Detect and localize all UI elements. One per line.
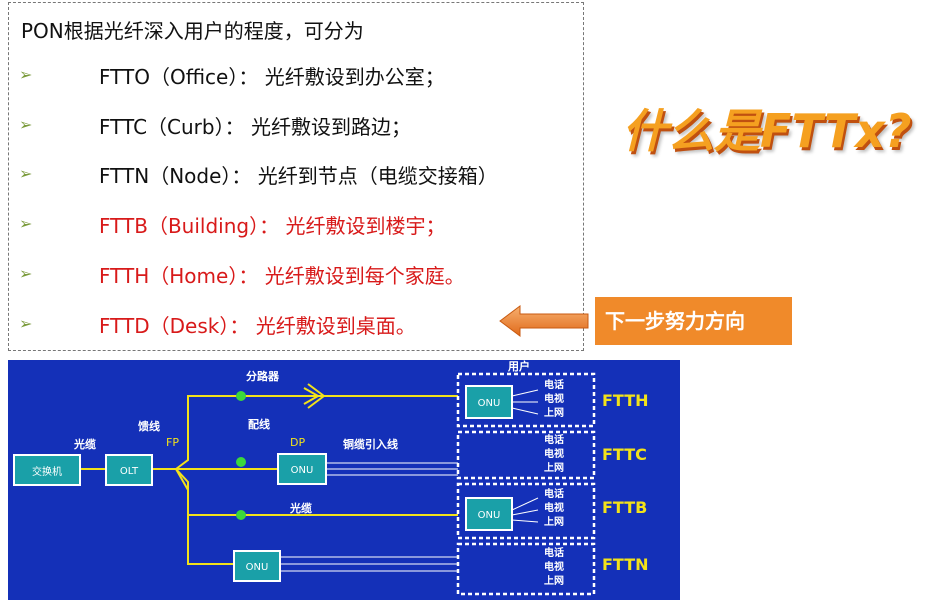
dp-label: DP xyxy=(290,436,305,449)
type-fttc: FTTC xyxy=(602,445,647,464)
service-tv: 电视 xyxy=(544,447,564,460)
fttx-network-diagram: 交换机 OLT ONU ONU ONU ONU 用户 分路器 馈线 配线 光缆 … xyxy=(8,360,680,600)
splitter-label: 分路器 xyxy=(246,369,280,383)
type-ftth: FTTH xyxy=(602,391,649,410)
service-internet: 上网 xyxy=(544,515,564,528)
item-fttb: FTTB（Building）： 光纤敷设到楼宇； xyxy=(99,214,446,238)
service-tv: 电视 xyxy=(544,392,564,405)
onu-label: ONU xyxy=(478,510,501,521)
switch-label: 交换机 xyxy=(32,465,62,478)
bullet-icon: ➢ xyxy=(19,65,33,84)
bullet-icon: ➢ xyxy=(19,115,33,134)
onu-box-node xyxy=(233,550,281,582)
next-direction-label: 下一步努力方向 xyxy=(595,297,792,345)
olt-label: OLT xyxy=(120,466,139,477)
user-group-fttb xyxy=(456,482,596,540)
user-label: 用户 xyxy=(508,360,530,373)
item-fttd: FTTD（Desk）： 光纤敷设到桌面。 xyxy=(99,314,416,338)
distribution-label: 配线 xyxy=(248,417,270,431)
service-tv: 电视 xyxy=(544,501,564,514)
service-phone: 电话 xyxy=(544,546,564,559)
fttx-text-box: PON根据光纤深入用户的程度，可分为 ➢ FTTO（Office）： 光纤敷设到… xyxy=(8,2,584,351)
onu-label: ONU xyxy=(291,465,314,476)
type-fttb: FTTB xyxy=(602,498,647,517)
slide-title: 什么是FTTx? xyxy=(622,104,912,158)
item-ftto: FTTO（Office）： 光纤敷设到办公室； xyxy=(99,65,445,89)
arrow-left-icon xyxy=(499,305,589,337)
item-fttn: FTTN（Node）： 光纤到节点（电缆交接箱） xyxy=(99,164,498,188)
bullet-icon: ➢ xyxy=(19,314,33,333)
user-group-ftth xyxy=(456,372,596,428)
bullet-icon: ➢ xyxy=(19,264,33,283)
item-fttc: FTTC（Curb）： 光纤敷设到路边； xyxy=(99,115,411,139)
intro-text: PON根据光纤深入用户的程度，可分为 xyxy=(21,19,364,43)
user-group-fttn xyxy=(456,542,596,596)
onu-box-home xyxy=(465,385,513,419)
service-internet: 上网 xyxy=(544,406,564,419)
service-phone: 电话 xyxy=(544,433,564,446)
item-ftth: FTTH（Home）： 光纤敷设到每个家庭。 xyxy=(99,264,465,288)
onu-label: ONU xyxy=(478,398,501,409)
fiber-label: 光缆 xyxy=(289,501,312,515)
copper-drop-label: 铜缆引入线 xyxy=(342,437,398,451)
fiber-label: 光缆 xyxy=(73,437,96,451)
onu-label: ONU xyxy=(246,562,269,573)
feeder-label: 馈线 xyxy=(138,419,160,433)
olt-box xyxy=(105,454,153,486)
service-phone: 电话 xyxy=(544,487,564,500)
service-tv: 电视 xyxy=(544,560,564,573)
switch-box xyxy=(13,454,81,486)
onu-box-dp xyxy=(277,453,327,485)
service-internet: 上网 xyxy=(544,574,564,587)
service-internet: 上网 xyxy=(544,461,564,474)
fp-label: FP xyxy=(166,436,179,449)
service-phone: 电话 xyxy=(544,378,564,391)
onu-box-building xyxy=(465,497,513,531)
type-fttn: FTTN xyxy=(602,555,649,574)
bullet-icon: ➢ xyxy=(19,214,33,233)
bullet-icon: ➢ xyxy=(19,164,33,183)
